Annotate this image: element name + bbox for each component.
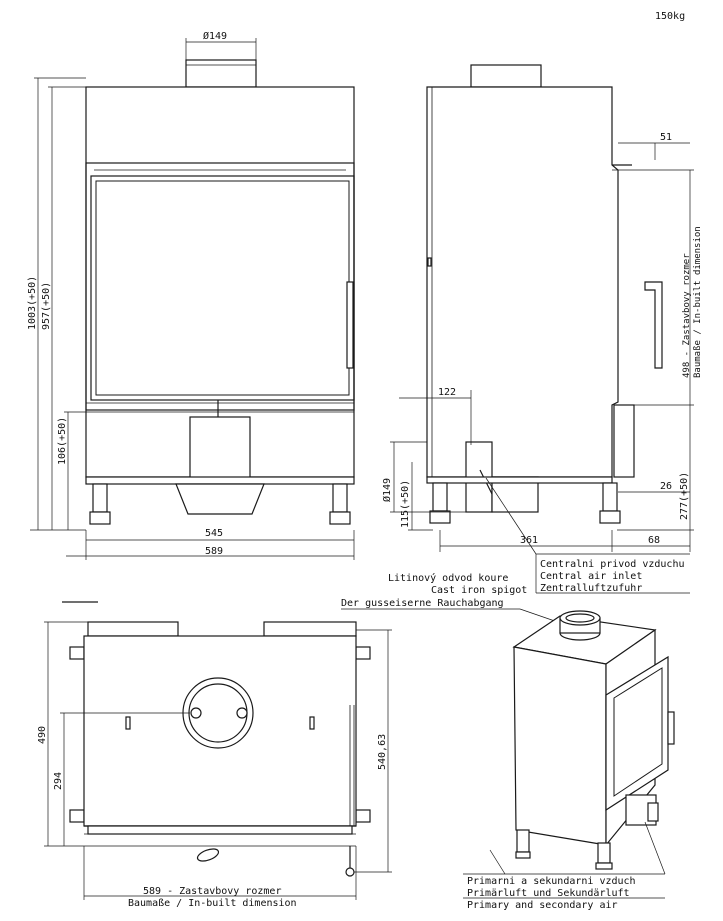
side-d-361: 361 bbox=[520, 535, 538, 546]
side-view: 51 498 - Zastavbovy rozmer Baumaße / In-… bbox=[381, 64, 703, 594]
top-d-294: 294 bbox=[53, 772, 64, 790]
label-air-ps-en: Primary and secondary air bbox=[467, 900, 618, 911]
front-flue-dia: Ø149 bbox=[203, 30, 227, 42]
side-door-handle bbox=[644, 281, 663, 369]
side-leg-left bbox=[432, 482, 448, 512]
label-air-inlet-cz: Centralni privod vzduchu bbox=[540, 559, 685, 570]
side-h-115: 115(+50) bbox=[400, 480, 411, 528]
label-air-ps-cz: Primarni a sekundarni vzduch bbox=[467, 876, 636, 887]
front-ash-tray bbox=[175, 483, 265, 515]
side-d-68: 68 bbox=[648, 535, 660, 546]
front-view: Ø149 1003(+50) 957(+50) 106(+50 bbox=[27, 30, 355, 560]
top-w-589: 589 - Zastavbovy rozmer bbox=[143, 886, 281, 897]
side-h-inbuilt-2: Baumaße / In-built dimension bbox=[693, 226, 703, 378]
front-door-frame bbox=[90, 175, 355, 401]
label-air-ps-de: Primärluft und Sekundärluft bbox=[467, 888, 630, 899]
side-inlet-dia: Ø149 bbox=[381, 478, 393, 502]
front-h-total: 1003(+50) bbox=[27, 276, 38, 330]
front-w-outer: 589 bbox=[205, 546, 223, 557]
label-spigot-en: Cast iron spigot bbox=[431, 585, 527, 596]
side-d-51: 51 bbox=[660, 132, 672, 143]
top-w-589-2: Baumaße / In-built dimension bbox=[128, 898, 297, 909]
top-d-540: 540,63 bbox=[377, 734, 388, 770]
top-view: 490 294 540,63 589 - Zastavbovy rozmer B… bbox=[37, 601, 392, 909]
front-h-base: 106(+50) bbox=[57, 417, 68, 465]
iso-left-face bbox=[513, 646, 607, 846]
side-d-122: 122 bbox=[438, 387, 456, 398]
front-leg-right bbox=[332, 483, 348, 513]
front-door-handle bbox=[346, 281, 354, 369]
side-h-inbuilt: 498 - Zastavbovy rozmer bbox=[682, 253, 692, 378]
side-body bbox=[426, 86, 619, 478]
side-h-277: 277(+50) bbox=[679, 472, 690, 520]
side-leg-right bbox=[602, 482, 618, 512]
front-leg-left bbox=[92, 483, 108, 513]
side-flue-pipe bbox=[470, 64, 542, 88]
label-air-inlet-de: Zentralluftzufuhr bbox=[540, 583, 642, 594]
front-glass bbox=[95, 180, 350, 396]
side-d-26: 26 bbox=[660, 481, 672, 492]
label-spigot-de: Der gusseiserne Rauchabgang bbox=[341, 598, 504, 609]
label-air-inlet-en: Central air inlet bbox=[540, 571, 642, 582]
weight-label: 150kg bbox=[655, 11, 685, 22]
front-h-inbuilt: 957(+50) bbox=[41, 282, 52, 330]
front-air-box bbox=[189, 416, 251, 480]
top-d-490: 490 bbox=[37, 726, 48, 744]
front-w-inner: 545 bbox=[205, 528, 223, 539]
label-spigot-cz: Litinový odvod koure bbox=[388, 572, 508, 584]
isometric-view: Primarni a sekundarni vzduch Primärluft … bbox=[463, 610, 675, 911]
front-flue-pipe bbox=[185, 59, 257, 88]
